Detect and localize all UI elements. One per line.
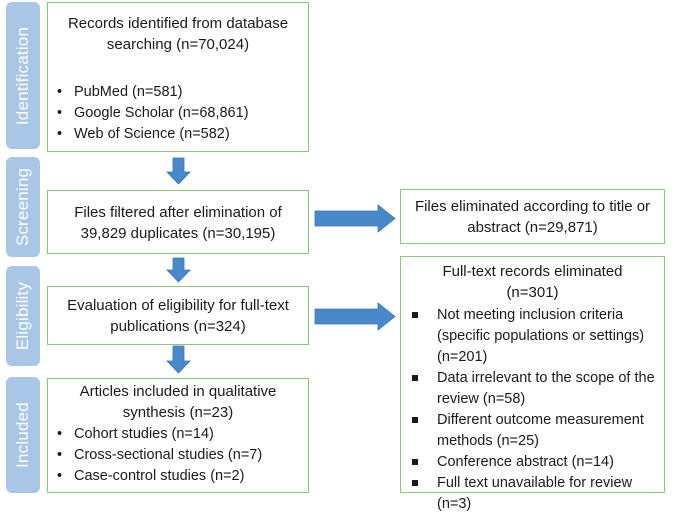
reason-line: Not meeting inclusion criteria xyxy=(437,307,624,323)
exclusion-reason: Data irrelevant to the scope of the revi… xyxy=(401,368,664,410)
included-heading: Articles included in qualitative synthes… xyxy=(48,381,308,423)
identification-line2: searching (n=70,024) xyxy=(106,36,250,53)
stage-included: Included xyxy=(6,377,40,493)
study-type-item: Case-control studies (n=2) xyxy=(48,466,308,487)
reason-line: Different outcome measurement xyxy=(437,412,644,428)
screening-line2: 39,829 duplicates (n=30,195) xyxy=(80,225,276,242)
eligibility-excluded-line2: (n=301) xyxy=(506,284,559,301)
included-line2: synthesis (n=23) xyxy=(122,404,234,421)
included-line1: Articles included in qualitative xyxy=(79,383,277,400)
reason-line: Data irrelevant to the scope of the xyxy=(437,370,655,386)
arrow-down-icon xyxy=(166,157,191,185)
eligibility-line1: Evaluation of eligibility for full-text xyxy=(67,297,289,314)
eligibility-excluded-heading: Full-text records eliminated (n=301) xyxy=(401,261,664,303)
reason-line: Conference abstract (n=14) xyxy=(437,454,614,470)
reason-line: (n=3) xyxy=(437,496,472,512)
reason-line: (specific populations or settings) xyxy=(437,328,645,344)
eligibility-line2: publications (n=324) xyxy=(110,318,246,335)
included-box: Articles included in qualitative synthes… xyxy=(47,378,309,493)
reason-line: Full text unavailable for review xyxy=(437,475,633,491)
exclusion-reason: Different outcome measurement methods (n… xyxy=(401,410,664,452)
reason-line: methods (n=25) xyxy=(437,433,539,449)
identification-heading: Records identified from database searchi… xyxy=(48,13,308,55)
screening-box: Files filtered after elimination of 39,8… xyxy=(47,190,309,254)
source-item: PubMed (n=581) xyxy=(48,82,308,103)
reason-line: (n=201) xyxy=(437,349,488,365)
exclusion-reason: Not meeting inclusion criteria (specific… xyxy=(401,305,664,368)
identification-box: Records identified from database searchi… xyxy=(47,2,309,152)
reason-line: review (n=58) xyxy=(437,391,526,407)
screening-excluded-line1: Files eliminated according to title or xyxy=(414,198,651,215)
stage-eligibility: Eligibility xyxy=(6,266,40,366)
stage-screening: Screening xyxy=(6,157,40,257)
screening-line1: Files filtered after elimination of xyxy=(74,204,282,221)
exclusion-reason: Conference abstract (n=14) xyxy=(401,452,664,473)
study-type-list: Cohort studies (n=14) Cross-sectional st… xyxy=(48,424,308,487)
arrow-right-icon xyxy=(314,204,396,233)
source-item: Web of Science (n=582) xyxy=(48,124,308,145)
source-item: Google Scholar (n=68,861) xyxy=(48,103,308,124)
stage-identification: Identification xyxy=(6,2,40,149)
screening-excluded-line2: abstract (n=29,871) xyxy=(467,219,598,236)
arrow-down-icon xyxy=(166,345,191,374)
eligibility-box: Evaluation of eligibility for full-text … xyxy=(47,286,309,345)
screening-excluded-box: Files eliminated according to title or a… xyxy=(400,189,665,244)
identification-line1: Records identified from database xyxy=(67,15,289,32)
study-type-item: Cross-sectional studies (n=7) xyxy=(48,445,308,466)
eligibility-excluded-line1: Full-text records eliminated xyxy=(442,263,623,280)
source-list: PubMed (n=581) Google Scholar (n=68,861)… xyxy=(48,82,308,145)
flow-arrows xyxy=(166,157,396,374)
study-type-item: Cohort studies (n=14) xyxy=(48,424,308,445)
arrow-down-icon xyxy=(166,257,191,283)
arrow-right-icon xyxy=(314,302,396,331)
